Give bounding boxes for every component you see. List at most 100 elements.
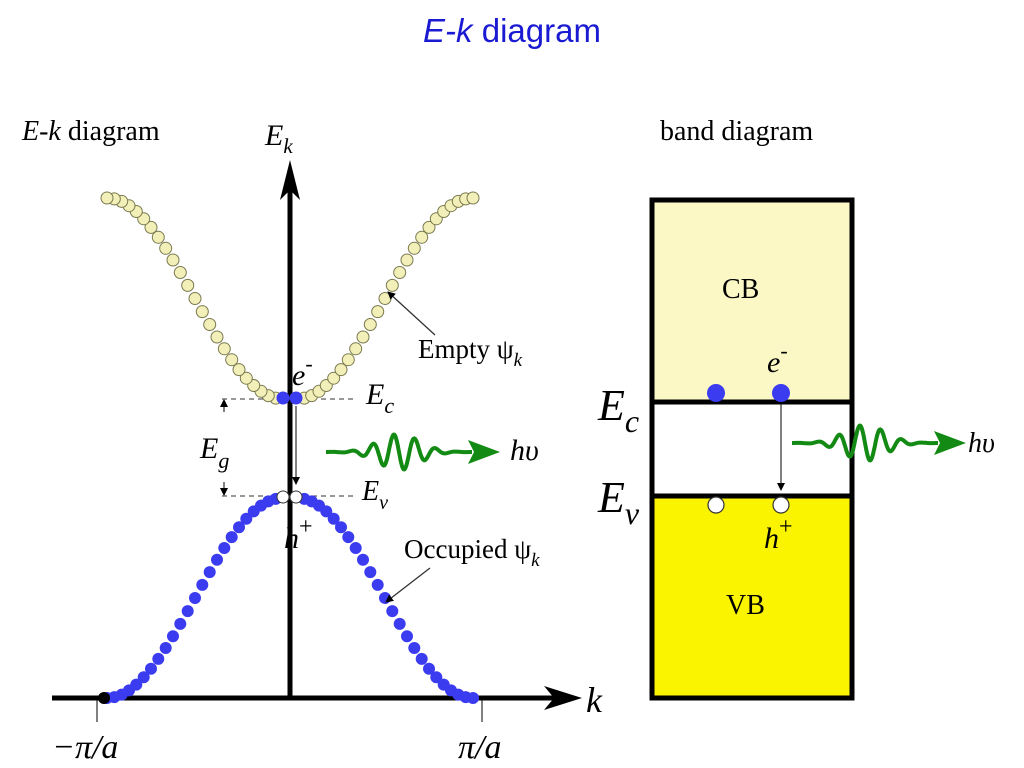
conduction-band-dot (217, 342, 231, 356)
conduction-band-dot (327, 371, 341, 385)
slide-title: E-k diagram (0, 12, 1024, 50)
conduction-band-dot (239, 371, 253, 385)
ek-eg-label: Eg (199, 432, 229, 473)
band-electron-dot (772, 384, 790, 402)
valence-band-box (652, 496, 852, 698)
band-hole-label: h+ (764, 514, 793, 555)
conduction-band-dot (407, 241, 421, 255)
valence-band-curve (98, 492, 479, 704)
valence-band-dot (386, 605, 399, 618)
ek-ev-label: Ev (361, 476, 388, 514)
valence-band-dot (137, 671, 150, 684)
valence-band-dot (167, 630, 179, 643)
valence-band-dot (189, 592, 201, 604)
band-photon-arrowhead (934, 431, 966, 455)
conduction-band-dot (356, 330, 370, 344)
band-heading: band diagram (660, 116, 813, 147)
band-hole-dot (772, 496, 790, 514)
conduction-band-dot (173, 266, 187, 279)
band-vb-label: VB (726, 590, 765, 621)
ek-heading-italic: E-k (21, 116, 61, 147)
band-photon-wave (792, 423, 938, 463)
ek-empty-label: Empty ψk (418, 334, 523, 371)
conduction-band-dot (203, 318, 217, 331)
valence-band-dot (196, 578, 209, 591)
ek-occupied-pointer (385, 567, 431, 603)
valence-band-dot (247, 505, 260, 518)
ek-heading: E-k diagram (21, 116, 160, 147)
conduction-band-dot (371, 305, 385, 319)
band-gap-box (652, 402, 852, 496)
conduction-band-dot (341, 353, 355, 367)
conduction-band-dot (181, 278, 195, 292)
conduction-band-dot (225, 353, 239, 367)
ek-ec-label: Ec (365, 378, 394, 418)
valence-band-dot (159, 642, 172, 654)
conduction-band-dot (378, 292, 392, 305)
valence-band-dot (327, 512, 340, 525)
valence-band-dot (152, 652, 165, 665)
ek-tick-label-left: −π/a (52, 729, 118, 766)
valence-band-dot (393, 617, 406, 630)
ek-k-axis-arrowhead (544, 686, 582, 710)
ek-empty-pointer (387, 291, 436, 336)
ek-photon-wave (326, 432, 472, 472)
band-electron-dot (707, 384, 725, 402)
ek-hole-label: h+ (284, 514, 313, 555)
conduction-band-dot (188, 292, 202, 305)
ek-occupied-label: Occupied ψk (404, 534, 540, 571)
conduction-band-dot (363, 318, 377, 331)
valence-band-dot (467, 692, 479, 704)
valence-band-dot (211, 553, 223, 566)
valence-band-dot (181, 605, 194, 618)
conduction-band-dot (385, 278, 399, 292)
conduction-band-dot (466, 191, 480, 205)
valence-band-dot (430, 671, 443, 684)
valence-band-dot (379, 592, 391, 604)
conduction-band-dot (195, 305, 209, 319)
conduction-band-dot (400, 253, 414, 267)
valence-band-dot (335, 521, 347, 534)
band-electron-label: e- (767, 338, 788, 379)
band-photon-label: hυ (968, 428, 995, 459)
conduction-band-dot (159, 241, 173, 255)
slide-title-italic: E-k (423, 12, 473, 49)
valence-band-dot (233, 521, 245, 534)
ek-energy-axis-arrowhead (280, 160, 300, 200)
conduction-band-dot (210, 330, 224, 344)
ek-k-axis-label: k (586, 680, 603, 720)
valence-band-dot (349, 542, 362, 554)
conduction-band-dot (422, 220, 436, 234)
ek-electron-dot (276, 391, 290, 405)
valence-band-dot (415, 652, 428, 665)
ek-photon-arrowhead (468, 440, 500, 464)
conduction-band-dot (144, 220, 158, 234)
valence-band-dot (423, 662, 435, 675)
valence-band-dot (364, 566, 377, 579)
valence-band-dot (371, 578, 384, 591)
valence-band-dot (225, 531, 238, 544)
valence-band-dot (320, 505, 333, 518)
ek-heading-rest: diagram (61, 116, 160, 147)
conduction-band-dot (151, 230, 165, 244)
ek-electron-label: e- (292, 351, 313, 392)
conduction-band-dot (415, 230, 429, 244)
conduction-band-dot (349, 342, 363, 356)
slide-title-rest: diagram (472, 12, 601, 49)
conduction-band-dot (232, 363, 246, 377)
conduction-band-dot (100, 191, 114, 205)
valence-band-dot (174, 617, 187, 630)
ek-axis-e-label: Ek (264, 119, 293, 158)
band-cb-label: CB (722, 274, 759, 305)
valence-band-dot (240, 512, 253, 525)
valence-band-dot (145, 662, 157, 675)
ek-tick-label-right: π/a (458, 729, 501, 766)
valence-band-dot (408, 642, 421, 654)
zone-edge-dot (98, 692, 110, 704)
valence-band-dot (401, 630, 413, 643)
conduction-band-dot (334, 363, 348, 377)
ek-hole-dot (289, 490, 303, 504)
valence-band-dot (203, 566, 216, 579)
band-ec-label: Ec (597, 381, 639, 439)
